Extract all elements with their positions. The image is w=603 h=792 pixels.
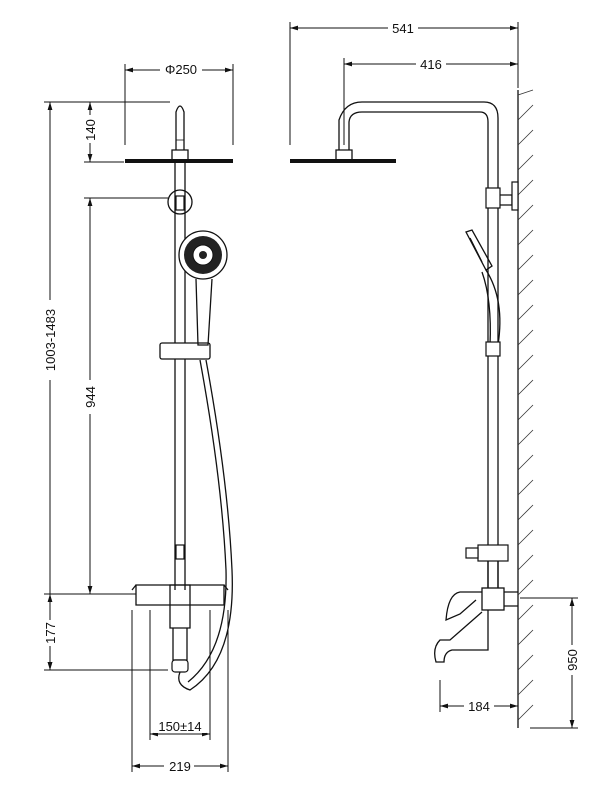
dim-arm-reach-label: 416 bbox=[420, 57, 442, 72]
hose-front bbox=[178, 359, 233, 691]
rain-shower-head-side bbox=[290, 101, 499, 590]
dim-diameter: Φ250 bbox=[124, 62, 234, 145]
dim-overall-depth-label: 541 bbox=[392, 21, 414, 36]
dim-head-height: 140 bbox=[83, 101, 170, 163]
hand-shower-side bbox=[465, 229, 501, 357]
dim-total-height-label: 1003-1483 bbox=[43, 309, 58, 371]
dim-mixer-width-label: 219 bbox=[169, 759, 191, 774]
dim-spout-projection: 184 bbox=[439, 680, 518, 714]
dim-overall-depth: 541 bbox=[289, 21, 519, 145]
mixer-side bbox=[434, 544, 518, 663]
dim-mixer-height-label: 177 bbox=[43, 622, 58, 644]
dim-rail-length-label: 944 bbox=[83, 386, 98, 408]
wall bbox=[517, 89, 534, 728]
dim-head-height-label: 140 bbox=[83, 119, 98, 141]
dim-centers-label: 150±14 bbox=[158, 719, 201, 734]
rain-shower-head-front bbox=[125, 105, 233, 163]
dim-centers: 150±14 bbox=[149, 610, 211, 740]
dim-arm-reach: 416 bbox=[343, 57, 518, 145]
wall-bracket bbox=[485, 181, 519, 211]
dim-mount-height-label: 950 bbox=[565, 649, 580, 671]
dim-spout-projection-label: 184 bbox=[468, 699, 490, 714]
front-view bbox=[125, 105, 233, 691]
dim-mount-height: 950 bbox=[520, 597, 580, 729]
dim-diameter-label: Φ250 bbox=[165, 62, 197, 77]
dim-rail-length: 944 bbox=[83, 197, 168, 595]
dim-mixer-width: 219 bbox=[131, 610, 229, 774]
dim-mixer-height: 177 bbox=[43, 593, 84, 670]
mixer-front bbox=[131, 584, 229, 673]
side-view bbox=[290, 89, 534, 728]
riser-pipe-front bbox=[159, 163, 211, 590]
dim-total-height: 1003-1483 bbox=[43, 101, 168, 671]
hand-shower-front bbox=[178, 230, 228, 346]
